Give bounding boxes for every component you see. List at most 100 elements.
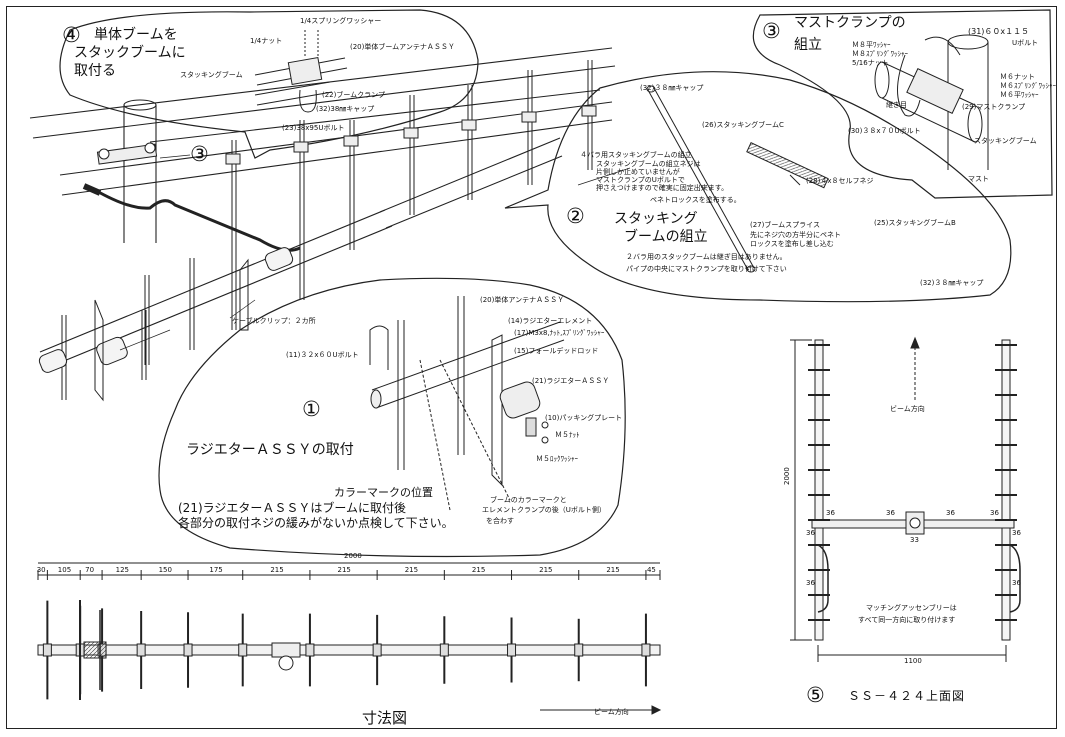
callout-4-nut: 1/4ナット [250,37,283,45]
mast-clamp [96,142,158,165]
dimension-beam-direction: ビーム方向 [594,708,629,716]
top-view-height: 2000 [783,467,791,485]
dimension-spacing-label: 125 [115,566,129,574]
callout-2-paste: ペネトロックスを塗布する。 [650,196,741,204]
callout-4-spring-washer: 1/4スプリングワッシャー [300,17,382,25]
upper-element-clamp [225,153,241,165]
main-boom-lower [39,137,563,371]
callout-2-number: ② [566,204,585,228]
dimension-mast-clamp [271,642,301,658]
dimension-spacing-label: 175 [209,566,223,574]
top-view-boom-right [1001,339,1011,641]
callout-3-title-line1: マストクランプの [794,15,906,31]
dimension-beam-arrowhead [651,705,662,715]
upper-element-clamp [403,127,419,139]
dimension-spacing-label: 105 [57,566,72,574]
dimension-element-clamp [305,643,315,657]
top-view-width: 1100 [904,657,922,665]
top-view-36-a: 36 [826,509,835,517]
callout-3-mast: マスト [968,175,989,183]
upper-element-clamp [521,111,537,123]
callout-1-folded-rod: (15)フォールデッドロッド [514,347,599,355]
mast-pipe [123,99,157,243]
main-boom-upper [59,101,613,196]
folded-rod-lower [94,258,249,402]
callout-3-seam: 継ぎ目 [886,101,907,109]
callout-4-cap: (32)38㎜キャップ [316,105,375,113]
callout-2-note-1: ４バラ用スタッキングブームの組立 [580,151,692,159]
upper-element-clamp [461,119,477,131]
upper-elements [225,60,597,280]
dimension-spacing-label: 215 [270,566,284,574]
dimension-spacing-label: 215 [471,566,486,574]
callout-3-m6-lock: Ｍ６ｽﾌﾟﾘﾝｸﾞﾜｯｼｬｰ [1000,82,1056,90]
callout-1-color-mark: カラーマークの位置 [334,486,433,499]
callout-2-title-line2: ブームの組立 [624,229,708,245]
dimension-spacing-label: 150 [158,566,172,574]
top-view-36-b: 36 [886,509,895,517]
callout-3-ubolt-bottom: (30)３８x７０Uボルト [848,127,921,135]
callout-1-balloon [158,277,626,558]
callout-4-balloon [59,9,479,159]
callout-3-ubolt-top-2: Uボルト [1012,39,1039,47]
dimension-boom [37,644,661,656]
callout-2-screw: (28)４x８セルフネジ [806,177,874,185]
detail-4-drawing [254,30,348,113]
callout-2-splice-note-2: ロックスを塗布し差し込む [750,240,834,248]
top-view-36-e: 36 [806,529,815,537]
dimension-radiator [83,641,107,659]
radiator-box-lower [38,336,128,373]
detail-3-drawing [874,34,989,170]
callout-4-title-line1: 単体ブームを [94,27,178,43]
top-view-title: ＳＳ－４２４上面図 [848,689,966,703]
dimension-spacing-label: 215 [404,566,419,574]
detail-2-drawing [646,85,829,273]
callout-4-boom-clamp: (22)ブームクランプ [322,91,385,99]
callout-1-m5-nut: Ｍ５ﾅｯﾄ [555,431,580,439]
callout-3-nut-516: 5/16ナット [852,59,889,67]
callout-3-title-line2: 組立 [794,37,822,53]
top-view-matching-1: マッチングアッセンブリーは [866,604,957,612]
top-view-beam-direction: ビーム方向 [890,405,925,413]
callout-4-title-line2: スタックブームに [74,45,186,61]
callout-4-stacking-boom: スタッキングブーム [180,71,243,79]
callout-4-number: ④ [62,23,81,47]
top-view-33: 33 [910,536,919,544]
dimension-element-clamp [439,643,449,657]
dimension-spacing-label: 215 [337,566,351,574]
callout-1-packing: (10)パッキングプレート [545,414,623,422]
top-view-mast [909,517,921,529]
callout-1-m3-screw: (17)M3x8,ﾅｯﾄ,ｽﾌﾟﾘﾝｸﾞﾜｯｼｬｰ [514,329,605,337]
callout-2-note-3: 片側しか止めていませんが [596,168,680,176]
callout-1-note-1: (21)ラジエターＡＳＳＹはブームに取付後 [178,501,407,515]
callout-2-note-5: 押さえつけますので確実に固定出来ます。 [596,184,729,192]
dimension-view-title: 寸法図 [362,709,408,727]
callout-1-note-2: 各部分の取付ネジの緩みがないか点検して下さい。 [178,516,454,530]
top-view-36-d: 36 [990,509,999,517]
top-view-number: ⑤ [806,683,825,707]
callout-2-note-6: ２バラ用のスタックブームは継ぎ目はありません。 [626,253,787,261]
callout-2-cap-top: (32)３８㎜キャップ [640,84,704,92]
callout-3-stacking-boom: スタッキングブーム [974,137,1037,145]
callout-2-note-2: スタッキングブームの組立ネジは [596,160,701,168]
callout-2-note-7: パイプの中央にマストクランプを取り付けて下さい [626,265,787,273]
dimension-element-clamp [507,643,517,657]
callout-4-title-line3: 取付る [74,63,116,79]
callout-4-ubolt: (23)38x95Uボルト [282,124,345,132]
marker-3: ③ [190,142,209,166]
dimension-element-clamp [238,643,248,657]
callout-1-title: ラジエターＡＳＳＹの取付 [186,442,354,458]
callout-2-boom-c: (26)スタッキングブームC [702,121,784,129]
callout-3-m8-lock: Ｍ８ｽﾌﾟﾘﾝｸﾞﾜｯｼｬｰ [852,50,908,58]
upper-element-clamp [343,135,359,147]
callout-2-title-line1: スタッキング [614,211,698,227]
callout-1-align-1: ブームのカラーマークと [490,496,567,504]
top-view-36-f: 36 [1012,529,1021,537]
callout-2-splice-note-1: 先にネジ穴の方半分にペネト [750,231,841,239]
leader-lines [119,154,631,351]
callout-1-ubolt: (11)３２x６０Uボルト [286,351,359,359]
top-view-beam-arrowhead [910,336,920,349]
callout-1-single-boom: (20)単体アンテナＡＳＳＹ [480,296,565,304]
dimension-element-clamp [183,643,193,657]
